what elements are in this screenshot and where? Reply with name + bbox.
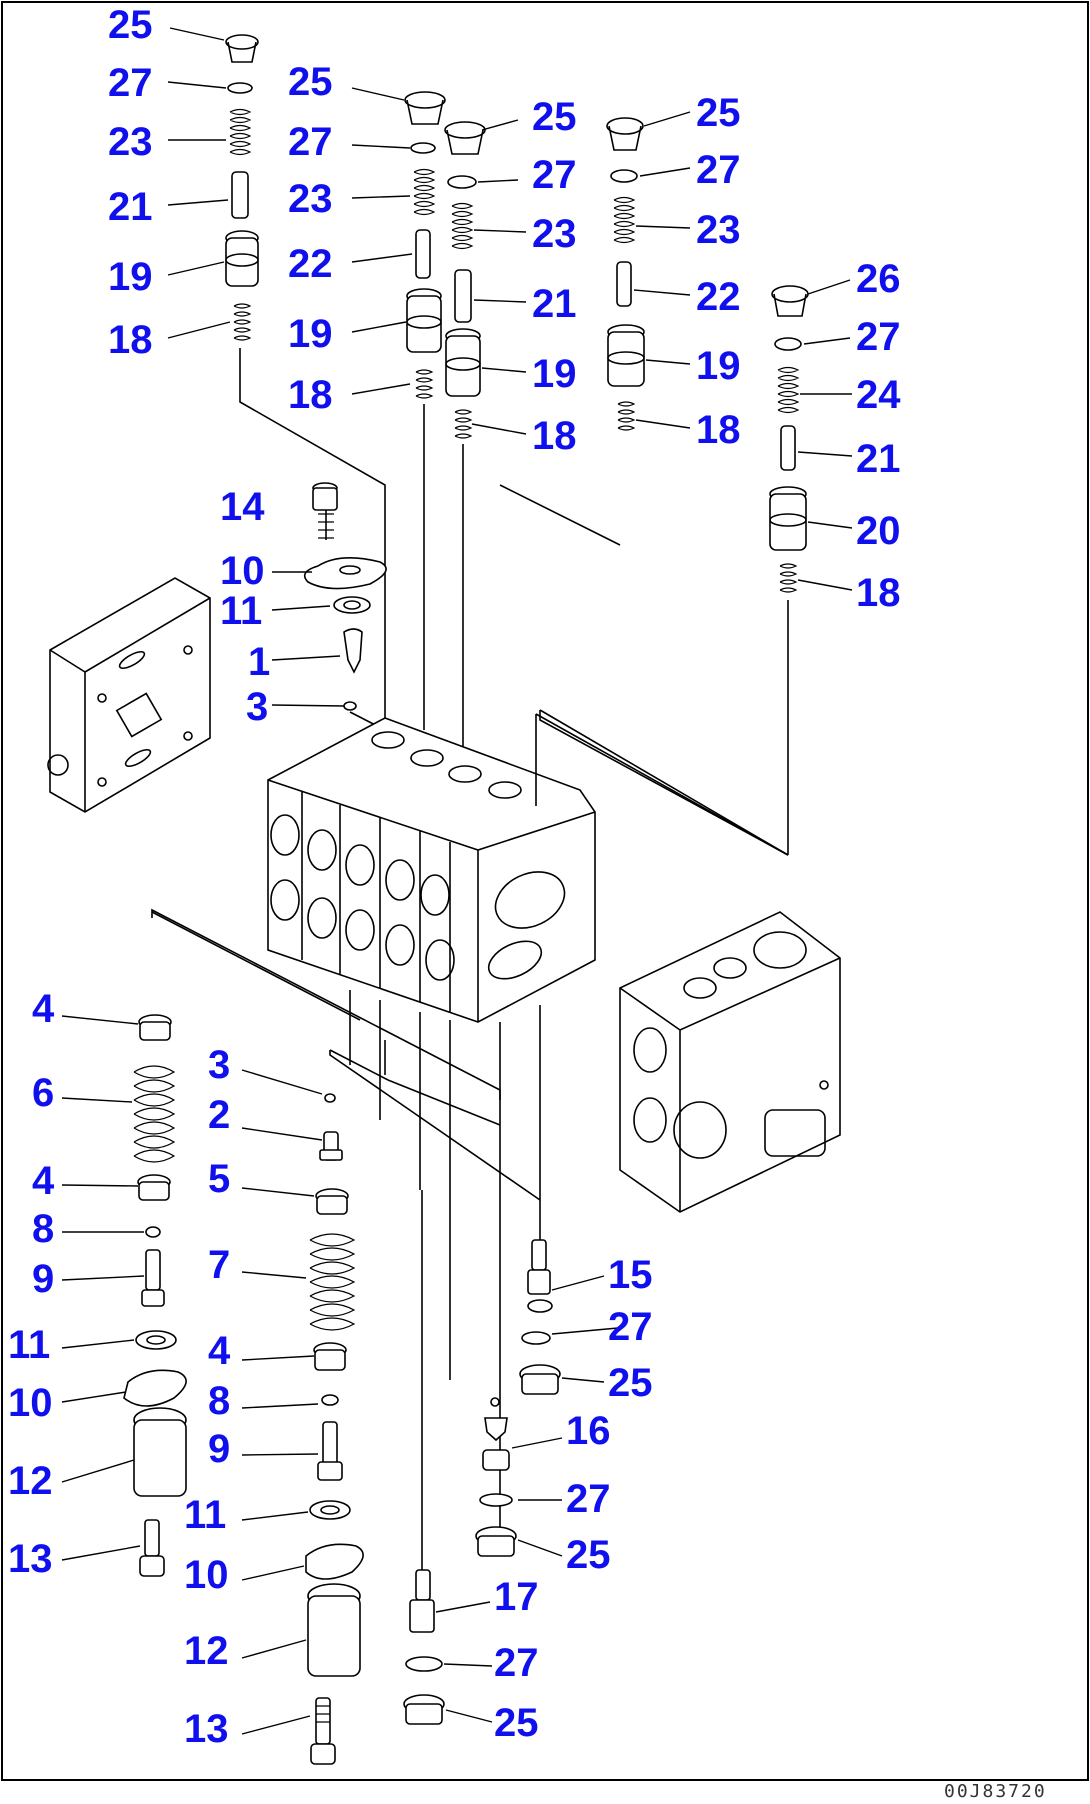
callout-lrc-2: 25: [494, 1701, 539, 1745]
callout-c5-5: 18: [856, 571, 901, 615]
callout-c3-0: 25: [532, 95, 577, 139]
callout-lm-2: 5: [208, 1157, 230, 1201]
callout-c3-2: 23: [532, 212, 577, 256]
callout-c2-4: 19: [288, 312, 333, 356]
callout-c4-4: 19: [696, 344, 741, 388]
column-5-parts: [539, 285, 809, 856]
column-1-parts: [225, 34, 386, 720]
callout-c5-2: 24: [856, 373, 901, 417]
callout-c4-5: 18: [696, 408, 741, 452]
callout-c1-0: 25: [108, 3, 153, 47]
callout-lrb-2: 25: [566, 1533, 611, 1577]
column-2-parts: [404, 91, 446, 730]
callout-lm-4: 4: [208, 1329, 231, 1373]
callout-lm-5: 8: [208, 1379, 230, 1423]
callout-ll-6: 10: [8, 1381, 53, 1425]
callout-labels: 25 27 23 21 19 18 25 27 23 22 19 18 25 2…: [8, 3, 901, 1751]
lower-middle-stack: [305, 1093, 364, 1765]
callout-ll-8: 13: [8, 1537, 53, 1581]
callout-ll-3: 8: [32, 1207, 54, 1251]
callout-c1-2: 23: [108, 120, 153, 164]
callout-lm-3: 7: [208, 1243, 230, 1287]
callout-c1-3: 21: [108, 185, 153, 229]
left-end-plate: [47, 577, 211, 813]
callout-c5-4: 20: [856, 509, 901, 553]
callout-c2-3: 22: [288, 242, 333, 286]
callout-um-1: 10: [220, 549, 265, 593]
callout-ll-5: 11: [8, 1323, 50, 1367]
callout-c3-4: 19: [532, 352, 577, 396]
callout-lm-6: 9: [208, 1427, 230, 1471]
callout-c3-5: 18: [532, 414, 577, 458]
column-4-parts: [606, 117, 645, 431]
callout-c2-0: 25: [288, 60, 333, 104]
callout-lra-2: 25: [608, 1361, 653, 1405]
callout-ll-4: 9: [32, 1257, 54, 1301]
main-valve-block: [267, 713, 789, 1530]
callout-lm-0: 3: [208, 1043, 230, 1087]
callout-lm-9: 12: [184, 1629, 229, 1673]
callout-lra-0: 15: [608, 1253, 653, 1297]
lower-right-parts: [403, 1190, 561, 1725]
callout-c5-0: 26: [856, 257, 901, 301]
callout-lm-8: 10: [184, 1553, 229, 1597]
callout-lrc-1: 27: [494, 1641, 539, 1685]
callout-ll-1: 6: [32, 1071, 54, 1115]
callout-c1-4: 19: [108, 255, 153, 299]
callout-lrb-0: 16: [566, 1409, 611, 1453]
callout-um-2: 11: [220, 589, 262, 633]
callout-um-4: 3: [246, 685, 268, 729]
callout-lrb-1: 27: [566, 1477, 611, 1521]
callout-c4-0: 25: [696, 91, 741, 135]
callout-c2-2: 23: [288, 177, 333, 221]
lower-left-stack: [123, 1014, 187, 1577]
callout-lm-7: 11: [184, 1493, 226, 1537]
parts-line-art: [47, 34, 841, 1765]
column-3-parts: [444, 121, 486, 760]
callout-ll-0: 4: [32, 987, 55, 1031]
callout-c4-1: 27: [696, 148, 741, 192]
callout-c2-1: 27: [288, 120, 333, 164]
callout-c1-1: 27: [108, 61, 153, 105]
callout-um-0: 14: [220, 485, 265, 529]
callout-c3-3: 21: [532, 282, 577, 326]
drawing-code: 00J83720: [944, 1781, 1047, 1802]
callout-lm-10: 13: [184, 1707, 229, 1751]
callout-lrc-0: 17: [494, 1575, 539, 1619]
callout-lm-1: 2: [208, 1093, 230, 1137]
right-end-block: [619, 911, 841, 1213]
callout-c1-5: 18: [108, 318, 153, 362]
callout-c4-3: 22: [696, 275, 741, 319]
callout-c4-2: 23: [696, 208, 741, 252]
upper-middle-parts: [303, 482, 387, 731]
callout-c2-5: 18: [288, 373, 333, 417]
callout-ll-2: 4: [32, 1159, 55, 1203]
callout-c5-3: 21: [856, 437, 901, 481]
leader-lines: [61, 27, 853, 1735]
callout-lra-1: 27: [608, 1305, 653, 1349]
callout-c5-1: 27: [856, 315, 901, 359]
callout-um-3: 1: [248, 640, 270, 684]
callout-ll-7: 12: [8, 1459, 53, 1503]
callout-c3-1: 27: [532, 153, 577, 197]
